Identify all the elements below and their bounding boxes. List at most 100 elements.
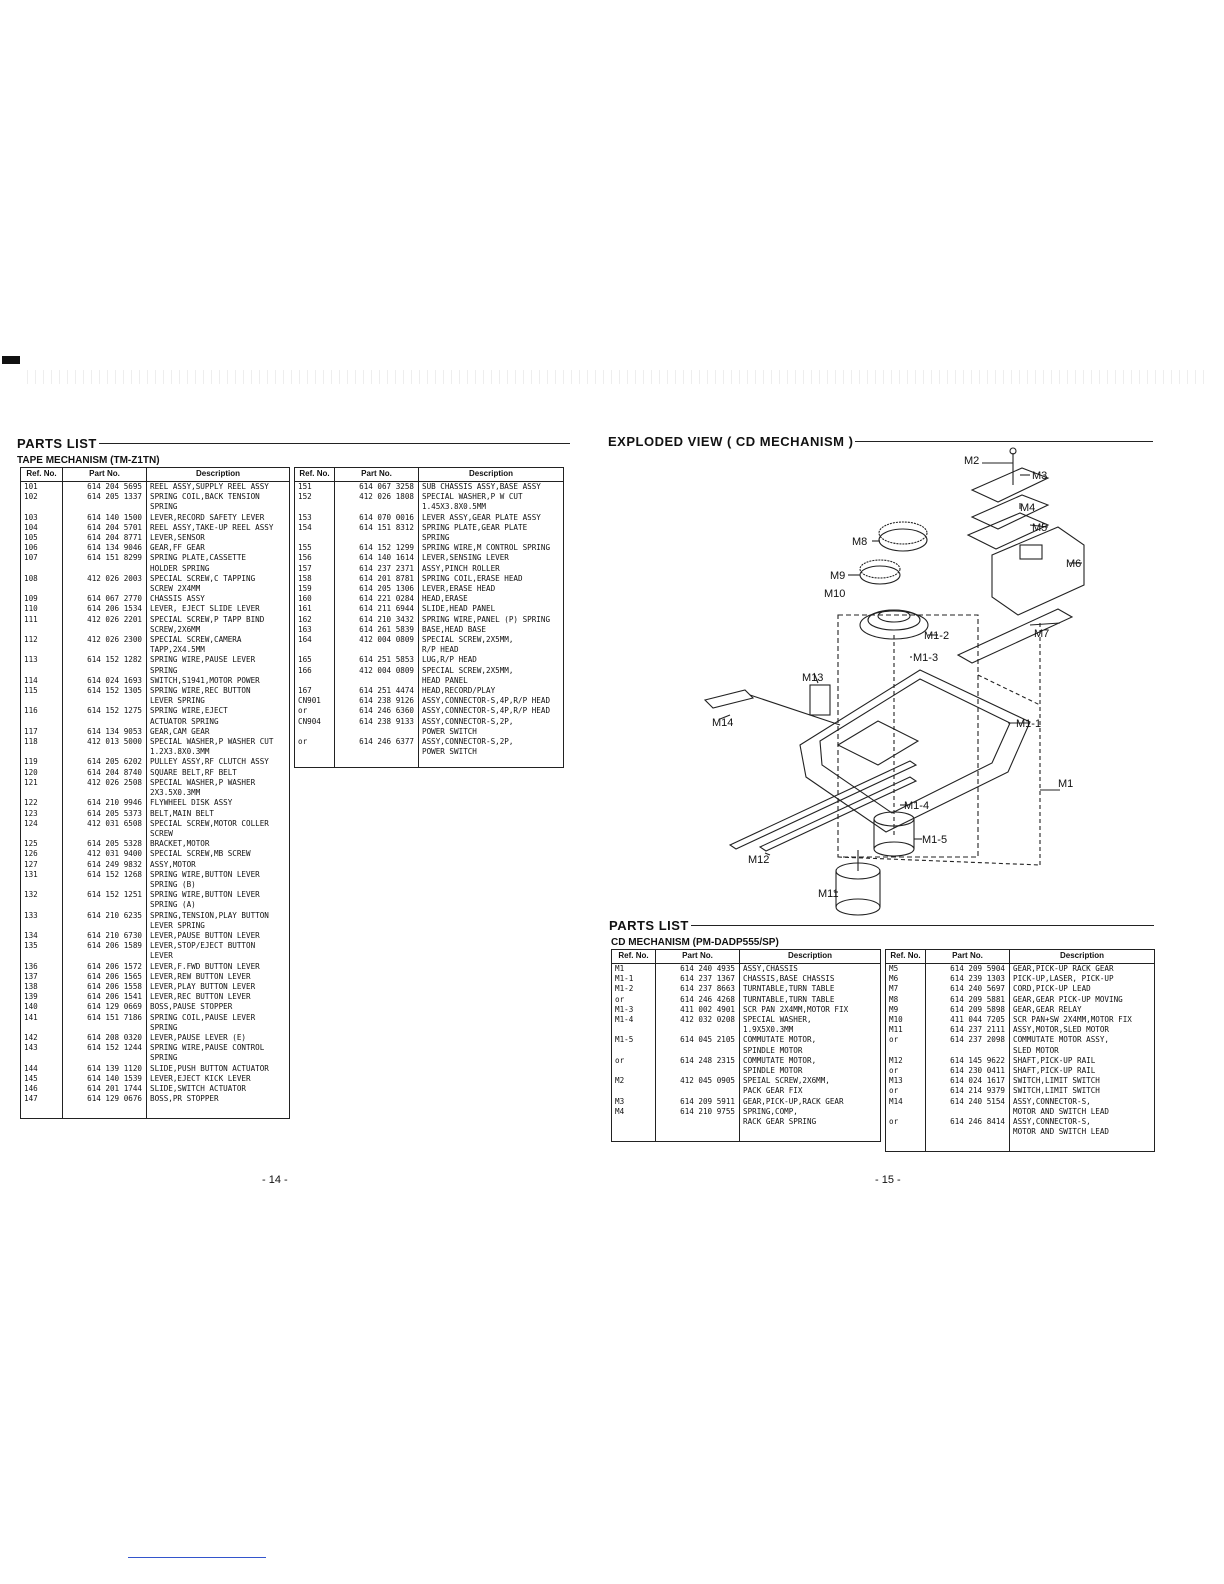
ref-no-cell: CN904	[294, 716, 335, 738]
part-no-cell: 614 261 5839	[334, 624, 419, 636]
part-no-cell: 614 239 1303	[925, 974, 1010, 985]
description-cell: SPECIAL SCREW,2X5MM, HEAD PANEL	[418, 665, 564, 687]
ref-no-cell: M10	[885, 1015, 926, 1026]
description-cell: CHASSIS,BASE CHASSIS	[739, 974, 881, 985]
part-no-cell: 614 204 5695	[62, 481, 147, 493]
empty-cell	[418, 757, 564, 769]
description-cell: SHAFT,PICK-UP RAIL	[1009, 1055, 1155, 1067]
part-no-cell: 614 211 6944	[334, 604, 419, 615]
description-cell: BRACKET,MOTOR	[146, 839, 290, 850]
description-cell: LEVER,REC BUTTON LEVER	[146, 992, 290, 1003]
ref-no-cell: M11	[885, 1025, 926, 1036]
part-no-cell: 412 026 2003	[62, 573, 147, 595]
description-cell: SLIDE,HEAD PANEL	[418, 604, 564, 615]
description-cell: GEAR,GEAR RELAY	[1009, 1004, 1155, 1016]
part-no-cell: 614 246 8414	[925, 1117, 1010, 1138]
col-desc: Description	[1009, 949, 1155, 964]
right-parts-list-title: PARTS LIST	[609, 918, 1154, 933]
description-cell: LEVER,STOP/EJECT BUTTON LEVER	[146, 941, 290, 962]
description-cell: SPEIAL SCREW,2X6MM, PACK GEAR FIX	[739, 1076, 881, 1097]
description-cell: GEAR,CAM GEAR	[146, 726, 290, 738]
part-no-cell: 614 249 9832	[62, 859, 147, 870]
description-cell: ASSY,CONNECTOR-S,2P, POWER SWITCH	[418, 737, 564, 758]
part-no-cell: 614 204 8771	[62, 533, 147, 544]
part-no-cell: 614 237 2111	[925, 1025, 1010, 1036]
description-cell: SWITCH,S1941,MOTOR POWER	[146, 675, 290, 687]
description-cell: LEVER,EJECT KICK LEVER	[146, 1073, 290, 1084]
ref-no-cell: 141	[20, 1012, 63, 1033]
description-cell: SLIDE,SWITCH ACTUATOR	[146, 1083, 290, 1095]
part-no-cell: 614 140 1500	[62, 512, 147, 523]
empty-cell	[885, 1137, 926, 1153]
description-cell: BOSS,PAUSE STOPPER	[146, 1002, 290, 1013]
ref-no-cell: M5	[885, 963, 926, 975]
description-cell: COMMUTATE MOTOR, SPINDLE MOTOR	[739, 1055, 881, 1077]
ref-no-cell: 144	[20, 1063, 63, 1074]
ref-no-cell: M1-3	[611, 1004, 656, 1016]
ref-no-cell: or	[885, 1035, 926, 1056]
ref-no-cell: 153	[294, 512, 335, 523]
ref-no-cell: M12	[885, 1055, 926, 1067]
description-cell: SWITCH,LIMIT SWITCH	[1009, 1086, 1155, 1097]
label-m1-1: M1-1	[1016, 718, 1041, 730]
table-filler-row	[885, 1137, 1155, 1153]
ref-no-cell: 102	[20, 492, 63, 513]
description-cell: CORD,PICK-UP LEAD	[1009, 984, 1155, 995]
description-cell: LEVER, EJECT SLIDE LEVER	[146, 604, 290, 615]
label-m11: M11	[818, 888, 839, 900]
part-no-cell: 614 209 5904	[925, 963, 1010, 975]
description-cell: BELT,MAIN BELT	[146, 808, 290, 819]
part-no-cell: 614 201 1744	[62, 1083, 147, 1095]
description-cell: SPECIAL WASHER,P W CUT 1.45X3.8X0.5MM	[418, 492, 564, 513]
description-cell: COMMUTATE MOTOR ASSY, SLED MOTOR	[1009, 1035, 1155, 1056]
scan-mark	[2, 356, 20, 364]
part-no-cell: 614 205 1337	[62, 492, 147, 513]
description-cell: SCR PAN 2X4MM,MOTOR FIX	[739, 1004, 881, 1016]
ref-no-cell: or	[611, 994, 656, 1005]
part-no-cell: 412 032 0208	[655, 1015, 740, 1036]
ref-no-cell: 140	[20, 1002, 63, 1013]
ref-no-cell: M1-1	[611, 974, 656, 985]
description-cell: SPECIAL WASHER, 1.9X5X0.3MM	[739, 1015, 881, 1036]
description-cell: ASSY,CONNECTOR-S, MOTOR AND SWITCH LEAD	[1009, 1117, 1155, 1138]
left-title-text: PARTS LIST	[17, 436, 97, 451]
table-filler-row	[294, 757, 564, 769]
ref-no-cell: 108	[20, 573, 63, 595]
chassis-icon	[799, 669, 1031, 833]
page-number-right: - 15 -	[875, 1174, 901, 1186]
ref-no-cell: 116	[20, 706, 63, 727]
part-no-cell: 412 026 2201	[62, 614, 147, 636]
ref-no-cell: or	[885, 1066, 926, 1077]
part-no-cell: 614 205 5328	[62, 839, 147, 850]
description-cell: SPRING WIRE,PAUSE LEVER SPRING	[146, 655, 290, 676]
ref-no-cell: M3	[611, 1096, 656, 1107]
part-no-cell: 614 210 3432	[334, 614, 419, 625]
